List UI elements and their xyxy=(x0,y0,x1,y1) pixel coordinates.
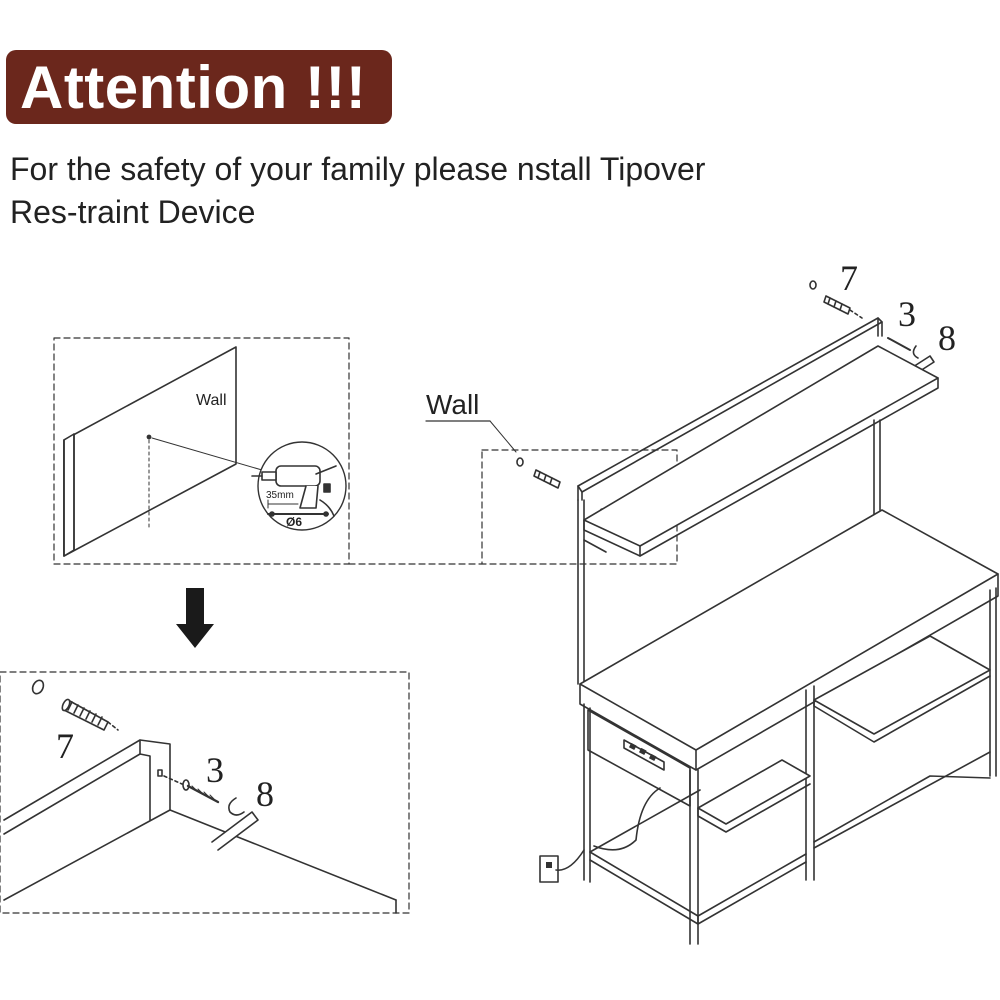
screw xyxy=(163,775,220,804)
down-arrow-icon xyxy=(176,588,214,648)
drill-diameter-label: Ø6 xyxy=(286,515,302,529)
cabinet-corner xyxy=(3,739,397,914)
wall-outlet-icon xyxy=(539,849,585,883)
banner-title: Attention !!! xyxy=(20,54,367,121)
wall-panel xyxy=(63,346,237,557)
instruction-line-1: For the safety of your family please nst… xyxy=(10,151,706,187)
detail-part-3: 3 xyxy=(206,750,224,790)
wall-label-detail: Wall xyxy=(196,392,227,409)
detail-part-7: 7 xyxy=(56,726,74,766)
drill-icon xyxy=(251,441,347,531)
hardware-detail-panel: 7 3 8 xyxy=(0,671,410,914)
top-screw xyxy=(887,337,919,359)
main-part-7: 7 xyxy=(840,258,858,298)
hardware-detail-frame xyxy=(0,671,410,914)
detail-part-8: 8 xyxy=(256,774,274,814)
attention-banner: Attention !!! xyxy=(6,50,392,124)
drill-depth-label: 35mm xyxy=(266,490,294,501)
wall-label-main: Wall xyxy=(426,389,479,420)
desk-main-view: Wall 7 3 8 xyxy=(425,258,999,945)
wall-anchor xyxy=(61,698,119,731)
left-anchor xyxy=(533,469,561,489)
top-anchor xyxy=(823,295,863,319)
instruction-line-2: Res-traint Device xyxy=(10,194,256,230)
wall-hole xyxy=(31,679,45,695)
drill-detail-panel: Wall 35mm Ø6 xyxy=(53,337,350,565)
l-hook xyxy=(211,797,259,851)
main-part-8: 8 xyxy=(938,318,956,358)
instruction-text: For the safety of your family please nst… xyxy=(10,148,810,234)
power-strip-icon xyxy=(623,739,665,771)
main-part-3: 3 xyxy=(898,294,916,334)
